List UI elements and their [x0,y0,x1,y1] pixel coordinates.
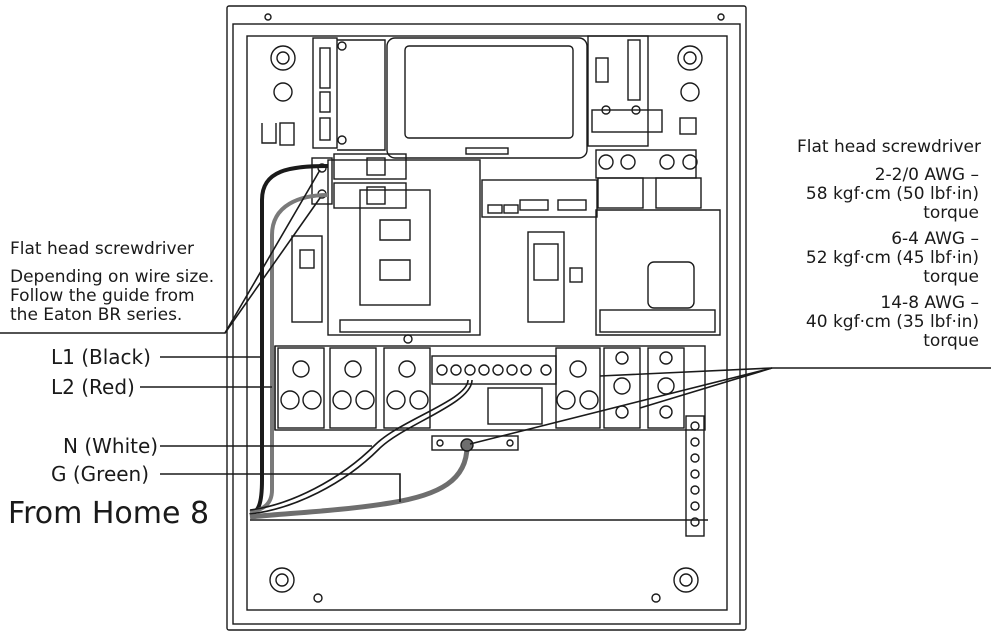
spec-3-torque: 40 kgf·cm (35 lbf·in) [805,312,979,332]
wire-label-l1: L1 (Black) [51,345,151,369]
left-note-line-2: Follow the guide from [10,286,195,306]
spec-1-gauge: 2-2/0 AWG – [874,165,979,185]
terminal-block [274,345,706,431]
mounting-plate [291,159,481,344]
wire-label-n: N (White) [63,434,159,458]
mounting-screws [269,45,703,603]
display-module [386,37,588,159]
leader-lines [0,169,991,502]
wire-l1-black [249,164,329,517]
leader-tool-right-2 [639,367,773,409]
spec-2-torque: 52 kgf·cm (45 lbf·in) [805,248,979,268]
circuit-breakers [311,153,407,209]
leader-tool-right-3 [469,367,773,445]
spec-1-unit: torque [923,203,979,223]
spec-2-unit: torque [923,267,979,287]
top-right-module [261,35,697,147]
spec-2-gauge: 6-4 AWG – [891,229,979,249]
leader-tool-right [599,367,991,377]
wire-label-g: G (Green) [51,462,150,486]
wire-neutral-white [249,379,473,515]
leader-tool-left-2 [224,197,321,334]
spec-1-torque: 58 kgf·cm (50 lbf·in) [805,184,979,204]
spec-3-gauge: 14-8 AWG – [880,293,979,313]
left-tool-label: Flat head screwdriver [10,239,195,259]
top-left-board [312,37,386,151]
right-tool-label: Flat head screwdriver [796,137,981,157]
main-lugs [595,149,721,336]
left-note-line-1: Depending on wire size. [10,267,215,287]
wire-label-l2: L2 (Red) [51,375,135,399]
spec-3-unit: torque [923,331,979,351]
ground-bar [250,415,708,537]
wire-ground-green [249,438,474,520]
enclosure [226,5,747,631]
leader-g [160,473,401,502]
source-label: From Home 8 [8,496,210,531]
left-note-line-3: the Eaton BR series. [10,305,183,325]
control-board [481,179,598,323]
